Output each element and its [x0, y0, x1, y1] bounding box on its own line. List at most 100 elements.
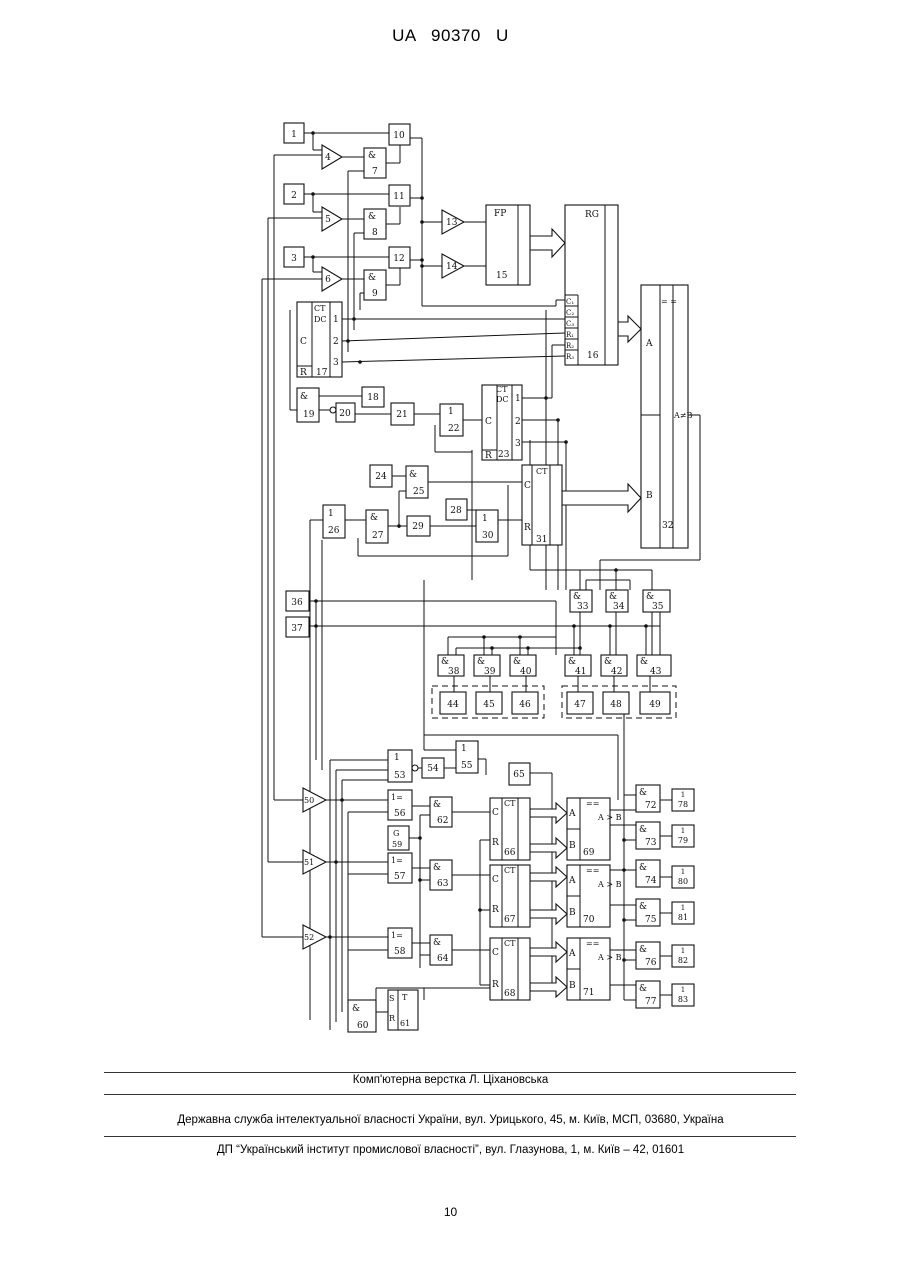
svg-text:13: 13: [446, 218, 458, 228]
and-gate-75: &75: [636, 899, 660, 926]
svg-text:82: 82: [678, 956, 688, 965]
gate-56: 1=56: [388, 790, 412, 820]
indicator-48: 48: [603, 692, 629, 714]
svg-text:69: 69: [583, 848, 595, 858]
svg-text:1: 1: [681, 791, 685, 799]
svg-text:29: 29: [412, 522, 424, 532]
svg-text:51: 51: [304, 858, 314, 867]
svg-text:25: 25: [413, 487, 425, 497]
svg-text:11: 11: [393, 192, 404, 202]
svg-text:81: 81: [678, 913, 688, 922]
svg-text:60: 60: [357, 1021, 369, 1031]
and-gate-60: &60: [348, 1000, 376, 1032]
svg-text:31: 31: [536, 535, 547, 545]
block-54: 54: [422, 758, 444, 778]
svg-text:&: &: [433, 863, 441, 873]
svg-text:CT: CT: [504, 939, 516, 948]
svg-text:= =: = =: [661, 297, 677, 306]
svg-text:20: 20: [339, 409, 351, 419]
svg-text:26: 26: [328, 526, 340, 536]
svg-text:B: B: [569, 841, 576, 851]
and-gate-64: &64: [430, 935, 452, 965]
svg-text:&: &: [646, 592, 654, 602]
svg-text:22: 22: [448, 424, 459, 434]
svg-text:74: 74: [645, 876, 657, 886]
svg-text:R: R: [300, 368, 307, 378]
svg-text:43: 43: [650, 667, 662, 677]
comparator-32: = = A B A≠B 32: [641, 285, 692, 548]
indicator-49: 49: [640, 692, 670, 714]
svg-text:57: 57: [394, 872, 406, 882]
circuit-schematic: 1 2 3 4 5 6 &7 &8 &9 10 11 12 13 14 FP 1…: [0, 0, 901, 1060]
svg-text:53: 53: [394, 771, 406, 781]
wiring: [262, 133, 700, 1030]
block-18: 18: [362, 387, 384, 407]
and-gate-35: &35: [643, 590, 670, 612]
output-80: 180: [672, 866, 694, 888]
svg-text:1=: 1=: [391, 856, 403, 865]
or-gate-30: 130: [476, 510, 498, 542]
svg-text:37: 37: [291, 624, 303, 634]
svg-text:A: A: [645, 339, 653, 349]
and-gate-34: &34: [606, 590, 628, 612]
svg-text:==: ==: [586, 866, 599, 875]
svg-text:R₂: R₂: [566, 342, 574, 350]
svg-text:&: &: [368, 212, 376, 222]
and-gate-76: &76: [636, 942, 660, 969]
svg-text:FP: FP: [494, 209, 506, 219]
svg-text:49: 49: [649, 700, 661, 710]
svg-text:&: &: [609, 592, 617, 602]
svg-text:C: C: [300, 337, 307, 347]
svg-text:52: 52: [304, 933, 314, 942]
svg-text:1: 1: [394, 753, 400, 763]
svg-text:CT: CT: [504, 866, 516, 875]
svg-text:41: 41: [575, 667, 586, 677]
block-21: 21: [391, 403, 414, 425]
and-gate-72: &72: [636, 785, 660, 812]
svg-text:C₃: C₃: [566, 320, 574, 328]
svg-text:59: 59: [392, 840, 402, 849]
and-gate-42: &42: [601, 655, 627, 677]
svg-text:66: 66: [504, 848, 516, 858]
svg-text:B: B: [569, 981, 576, 991]
output-83: 183: [672, 984, 694, 1006]
svg-text:R₃: R₃: [566, 353, 574, 361]
svg-text:CT: CT: [314, 304, 326, 313]
gate-58: 1=58: [388, 928, 412, 958]
svg-text:&: &: [370, 513, 378, 523]
svg-text:17: 17: [316, 368, 328, 378]
svg-text:S: S: [389, 994, 394, 1003]
svg-text:RG: RG: [585, 210, 599, 220]
svg-text:1: 1: [328, 509, 334, 519]
svg-text:48: 48: [610, 700, 622, 710]
svg-text:==: ==: [586, 939, 599, 948]
svg-text:&: &: [604, 657, 612, 667]
svg-text:12: 12: [393, 254, 404, 264]
svg-text:1: 1: [681, 827, 685, 835]
svg-text:==: ==: [586, 799, 599, 808]
layout-credit: Комп'ютерна верстка Л. Ціхановська: [0, 1074, 901, 1086]
svg-text:50: 50: [304, 796, 314, 805]
amplifier-6: 6: [322, 267, 342, 291]
svg-text:73: 73: [645, 838, 657, 848]
svg-text:7: 7: [372, 167, 378, 177]
and-gate-63: &63: [430, 860, 452, 890]
block-11: 11: [389, 185, 410, 206]
or-gate-53: 1 53: [388, 750, 418, 782]
svg-text:1: 1: [482, 514, 488, 524]
svg-text:28: 28: [450, 506, 462, 516]
output-82: 182: [672, 945, 694, 967]
svg-text:R: R: [485, 451, 492, 461]
svg-text:15: 15: [496, 271, 508, 281]
svg-text:T: T: [402, 993, 408, 1002]
svg-text:&: &: [300, 392, 308, 402]
svg-text:3: 3: [333, 358, 339, 368]
svg-text:&: &: [409, 470, 417, 480]
indicator-44: 44: [440, 692, 466, 714]
svg-text:77: 77: [645, 997, 657, 1007]
svg-text:2: 2: [515, 417, 521, 427]
svg-text:71: 71: [583, 988, 594, 998]
and-gate-33: &33: [570, 590, 592, 612]
counter-decoder-23: CT DC C R 1 2 3 23: [482, 385, 522, 461]
amplifier-13: 13: [442, 210, 464, 234]
